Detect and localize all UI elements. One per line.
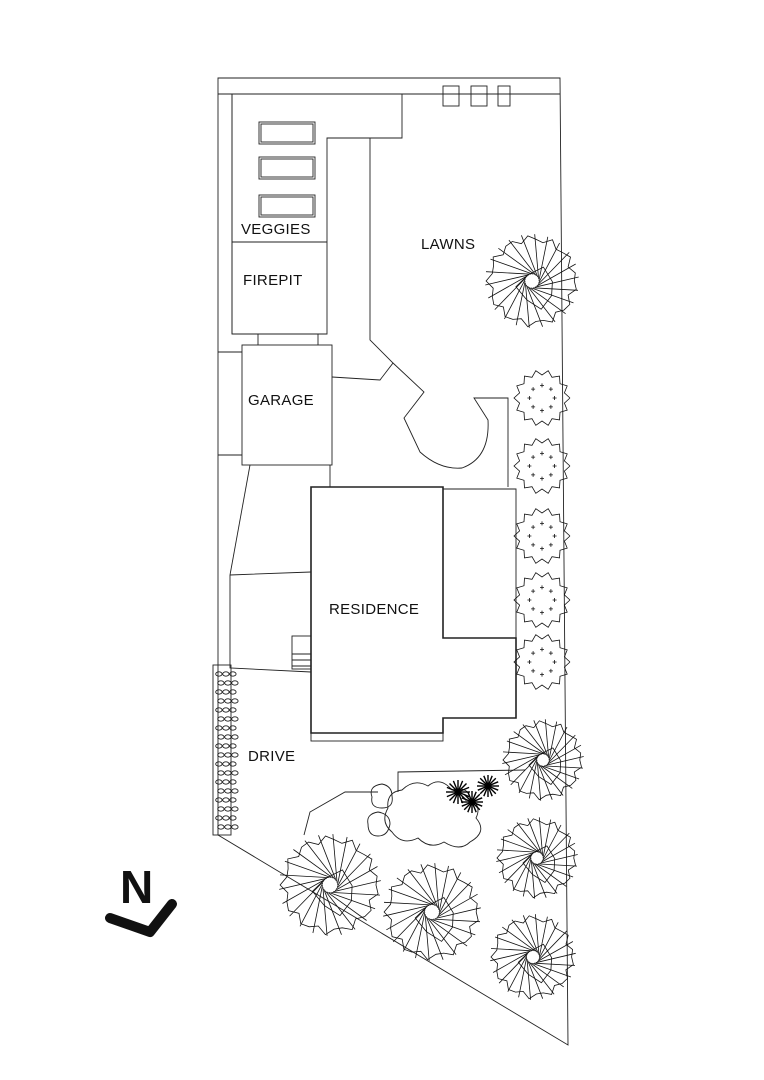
- shrub-icon: [513, 438, 571, 494]
- planter-box-icon: [258, 121, 316, 145]
- tree-icon: [490, 914, 576, 1000]
- palm-icon: [461, 791, 483, 813]
- shrub-icon: [513, 508, 571, 564]
- north-arrow-icon: N: [105, 861, 177, 937]
- patio-path: [392, 362, 509, 487]
- palm-icon: [446, 780, 470, 804]
- north-label: N: [120, 861, 153, 913]
- label-residence: RESIDENCE: [329, 601, 419, 618]
- garage: [241, 344, 333, 466]
- label-veggies: VEGGIES: [241, 221, 311, 238]
- shrub-icon: [513, 370, 571, 426]
- label-garage: GARAGE: [248, 392, 314, 409]
- shrub-icon: [513, 572, 571, 628]
- tree-icon: [502, 719, 584, 801]
- shrub-icon: [513, 634, 571, 690]
- palm-icon: [477, 775, 499, 797]
- veggie-firepit-strip: [231, 93, 403, 335]
- planter-box-icon: [258, 194, 316, 218]
- tree-icon: [485, 234, 579, 328]
- tree-icon: [383, 863, 481, 961]
- shrub-bed: [367, 781, 482, 848]
- tree-icon: [496, 817, 578, 899]
- label-firepit: FIREPIT: [243, 272, 303, 289]
- side-hedge: [212, 664, 239, 836]
- label-drive: DRIVE: [248, 748, 295, 765]
- planter-box-icon: [258, 156, 316, 180]
- property-boundary: [217, 77, 569, 1046]
- label-lawns: LAWNS: [421, 236, 475, 253]
- tree-icon: [279, 834, 381, 936]
